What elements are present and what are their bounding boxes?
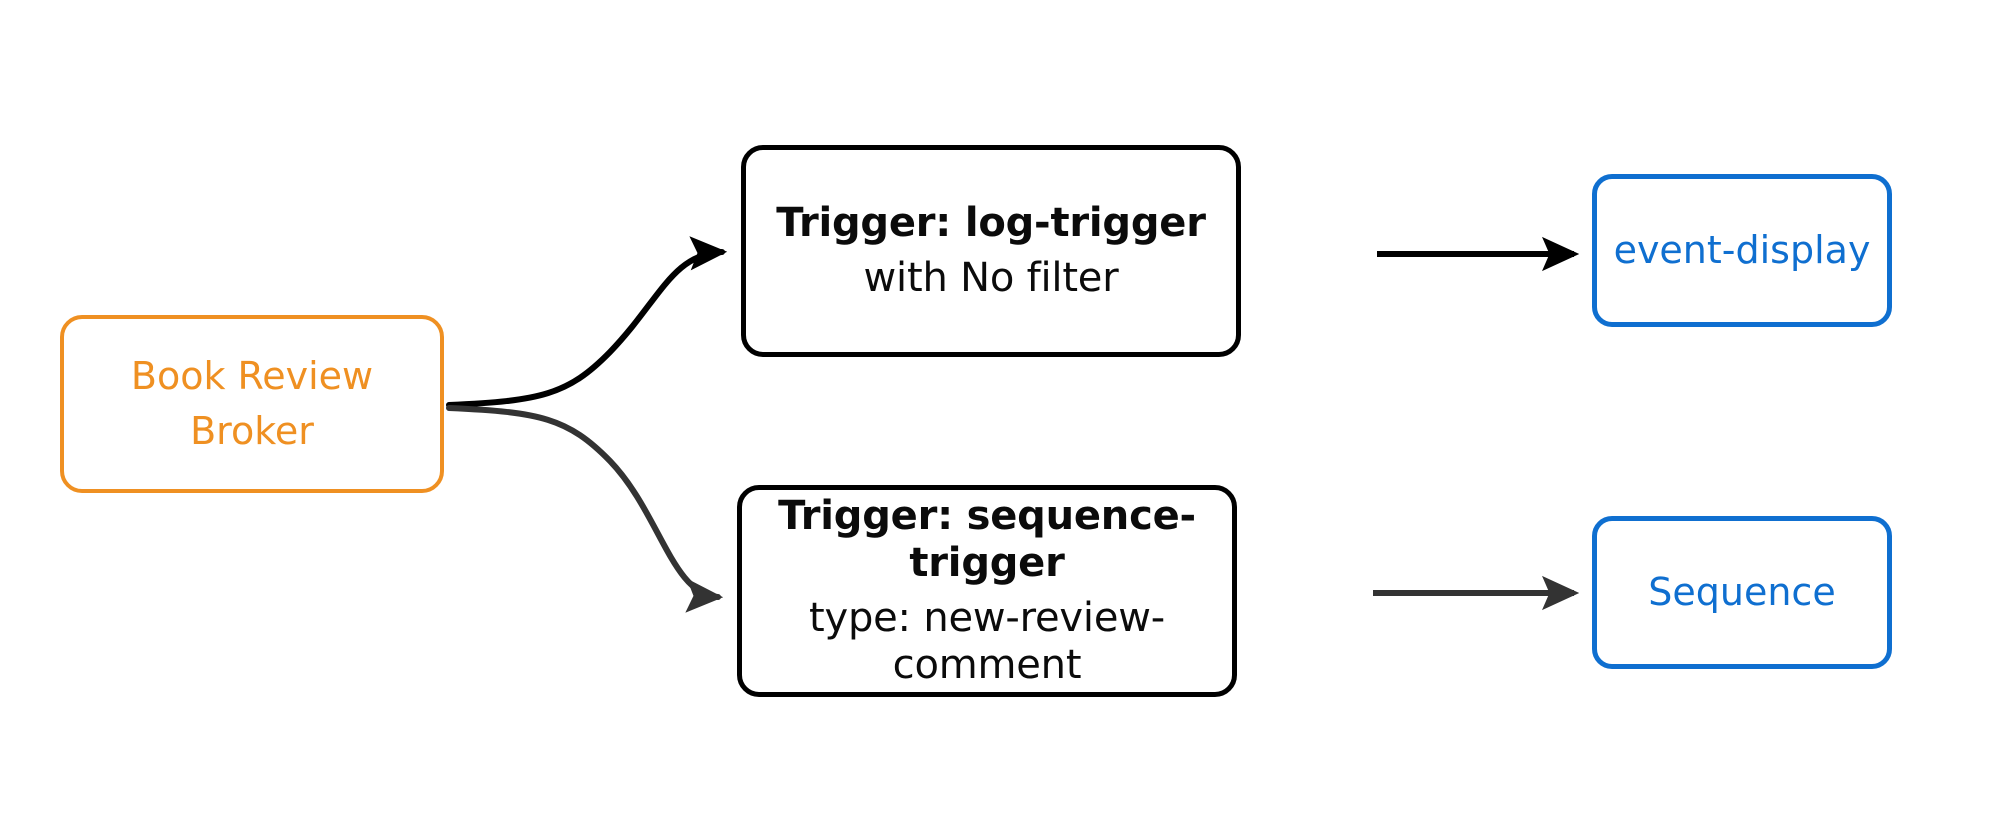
node-event-display[interactable]: event-display xyxy=(1592,174,1892,327)
node-sequence-label: Sequence xyxy=(1648,570,1836,615)
node-event-display-label: event-display xyxy=(1613,228,1871,273)
node-book-review-broker[interactable]: Book Review Broker xyxy=(60,315,444,493)
edge-broker-to-log-trigger xyxy=(446,236,728,408)
node-log-trigger-subtitle: with No filter xyxy=(863,255,1119,301)
edge-broker-to-sequence-trigger xyxy=(446,405,724,613)
node-sequence-trigger-title: Trigger: sequence-trigger xyxy=(778,492,1196,586)
node-log-trigger[interactable]: Trigger: log-trigger with No filter xyxy=(741,145,1241,357)
node-broker-label-line-1: Book Review xyxy=(130,354,374,399)
node-sequence-trigger-subtitle: type: new-review-comment xyxy=(809,595,1165,689)
node-sequence[interactable]: Sequence xyxy=(1592,516,1892,669)
node-broker-label-line-2: Broker xyxy=(190,409,314,453)
node-sequence-trigger[interactable]: Trigger: sequence-trigger type: new-revi… xyxy=(737,485,1237,697)
node-log-trigger-title: Trigger: log-trigger xyxy=(776,199,1206,246)
